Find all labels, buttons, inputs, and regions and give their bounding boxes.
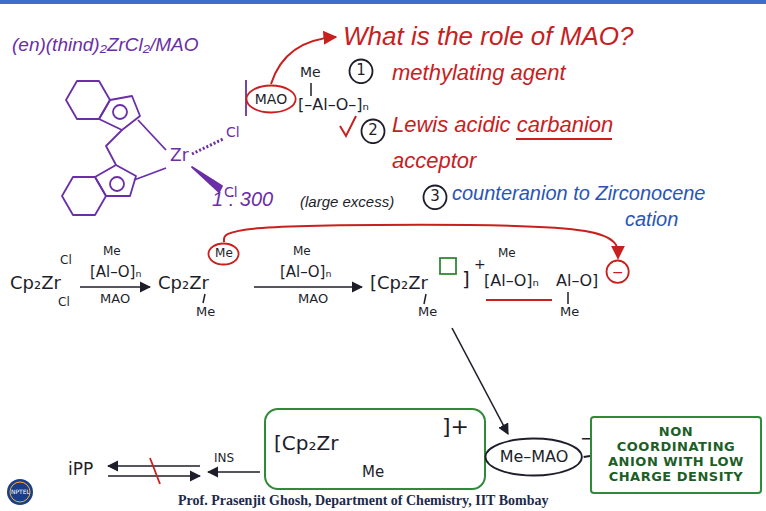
- node-outline: [607, 261, 629, 283]
- label-text: MAO: [298, 292, 328, 307]
- metallocene-structure: [95, 165, 136, 196]
- node-outline: [350, 59, 373, 83]
- strike-slash: [150, 458, 160, 484]
- label-text: Prof. Prasenjit Ghosh, Department of Che…: [178, 493, 548, 509]
- strike-slash: [150, 458, 160, 484]
- reaction-arrow: [254, 286, 362, 288]
- metallocene-structure: [66, 81, 110, 119]
- metallocene-structure: [113, 105, 127, 119]
- label-text: [Al–O]ₙ: [90, 264, 141, 281]
- bond-line: [203, 294, 205, 303]
- label-text: Zr: [170, 146, 189, 166]
- anion-circle: Me–MAO: [484, 437, 583, 477]
- label-text: acceptor: [392, 148, 476, 173]
- label-text: Al–O]: [556, 272, 598, 290]
- metallocene-structure: [99, 96, 140, 130]
- label-text: ]: [462, 268, 470, 291]
- callout-number: 2: [360, 118, 386, 145]
- circled-methyl: Me: [207, 242, 240, 266]
- label-text: Me: [196, 305, 215, 320]
- node-outline: [209, 244, 239, 265]
- nptel-logo: [10, 482, 30, 502]
- metallocene-structure: [134, 168, 166, 180]
- node-outline: [424, 185, 447, 209]
- label-text: methylating agent: [392, 60, 566, 85]
- reaction-arrow: [108, 475, 200, 477]
- callout-number: 1: [348, 58, 374, 85]
- metallocene-structure: [110, 177, 124, 191]
- label-text: 1 : 300: [212, 188, 273, 211]
- node-text: Me: [362, 464, 384, 481]
- node-text: 1: [356, 62, 366, 79]
- label-text: Me: [560, 305, 579, 320]
- label-text: +: [474, 256, 486, 272]
- top-bar: [0, 0, 766, 4]
- top-bar: [0, 0, 766, 4]
- label-text: (large excess): [300, 193, 394, 210]
- underline: [516, 138, 612, 140]
- node-outline: [486, 439, 582, 476]
- node-text: Me–MAO: [500, 448, 569, 466]
- connector: [224, 225, 618, 259]
- label-text: [Al–O]ₙ: [484, 272, 539, 290]
- label-text: Cp₂Zr: [10, 273, 61, 294]
- question-arrow: [271, 37, 336, 84]
- label-text: MAO: [100, 292, 130, 307]
- vacant-site: [440, 258, 456, 274]
- label-text: Lewis acidic carbanion: [392, 112, 613, 137]
- question-arrow: [271, 37, 336, 84]
- underline: [486, 299, 552, 301]
- circled-reagent: MAO: [245, 84, 297, 114]
- label-text: Cl: [60, 254, 72, 268]
- label-text: Me: [293, 245, 311, 259]
- metallocene-structure: [138, 120, 166, 150]
- label-text: counteranion to Zirconocene: [452, 182, 706, 205]
- label-text: INS: [214, 452, 234, 466]
- label-text: cation: [625, 208, 678, 231]
- label-text: Me: [103, 245, 121, 259]
- check-mark: [340, 116, 356, 136]
- node-text: MAO: [255, 91, 287, 107]
- check-mark: [340, 116, 356, 136]
- bond-line: [424, 294, 426, 304]
- reaction-arrow: [208, 471, 260, 473]
- bond-line: [567, 292, 569, 304]
- label-text: Cp₂Zr: [158, 273, 209, 294]
- label-text: Me: [498, 247, 516, 261]
- label-text: [Al–O]ₙ: [280, 264, 331, 281]
- label-text: (en)(thind)₂ZrCl₂/MAO: [12, 34, 199, 56]
- label-text: NPTEL: [11, 489, 30, 496]
- callout-number: 3: [422, 184, 448, 211]
- metallocene-structure: [192, 139, 223, 154]
- node-text: 2: [368, 122, 378, 139]
- node-text: Me: [215, 247, 233, 261]
- node-text: [Cp₂Zr: [274, 432, 338, 455]
- metallocene-structure: [106, 130, 122, 165]
- node-outline: [362, 119, 385, 143]
- nptel-logo: [7, 479, 33, 505]
- label-text: Cl: [58, 296, 70, 310]
- label-text: [–Al–O–]ₙ: [298, 96, 369, 114]
- node-text: NON COORDINATING ANION WITH LOW CHARGE D…: [592, 425, 760, 485]
- label-text: Me: [300, 64, 321, 80]
- reaction-arrow: [80, 286, 150, 288]
- cation-box: [Cp₂ZrMe ]+: [264, 408, 486, 490]
- node-text: −: [612, 264, 624, 280]
- node-outline: [246, 86, 295, 113]
- label-text: What is the role of MAO?: [343, 22, 633, 52]
- node-text: 3: [430, 188, 440, 205]
- node-text: ]+: [442, 414, 469, 439]
- metallocene-structure: [62, 177, 106, 215]
- bond-line: [310, 83, 312, 96]
- nptel-logo: [7, 479, 33, 505]
- vacant-site: [440, 258, 456, 274]
- label-text: Me: [418, 305, 437, 320]
- label-text: [Cp₂Zr: [370, 273, 428, 294]
- circled-charge: −: [605, 259, 630, 284]
- label-text: iPP: [68, 460, 93, 480]
- note-box: NON COORDINATING ANION WITH LOW CHARGE D…: [590, 416, 762, 494]
- label-text: Cl: [226, 124, 240, 140]
